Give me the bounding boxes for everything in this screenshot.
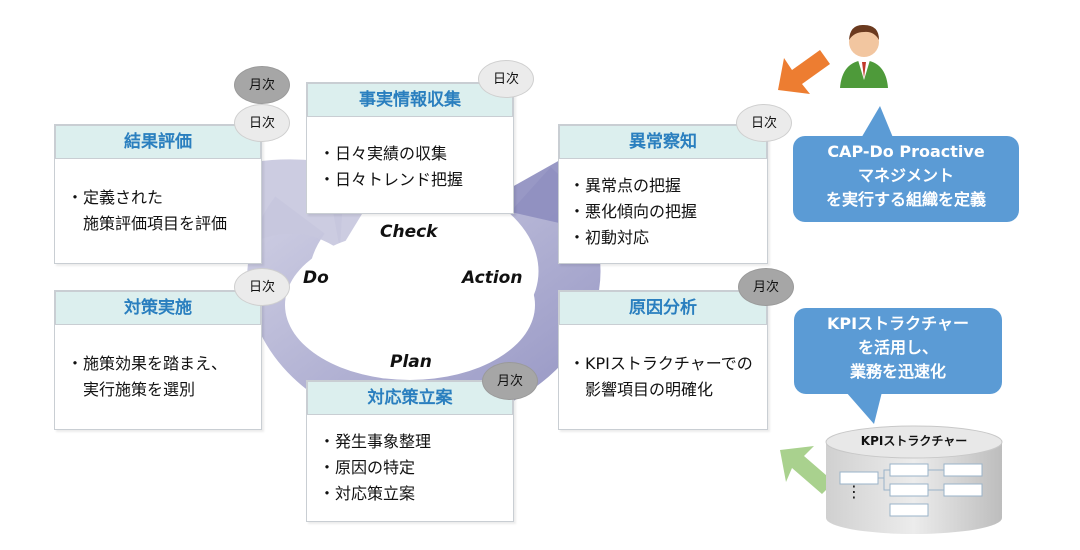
card-body: ・発生事象整理 ・原因の特定 ・対応策立案 (319, 432, 432, 503)
card-title: 異常察知 (559, 125, 767, 159)
card-title: 対策実施 (55, 291, 261, 325)
card-fact-collection: 事実情報収集 ・日々実績の収集 ・日々トレンド把握 (306, 82, 514, 214)
card-body: ・KPIストラクチャーでの 影響項目の明確化 (569, 354, 753, 399)
person-icon (840, 24, 888, 88)
cycle-label-action: Action (462, 268, 523, 288)
cycle-label-do: Do (303, 268, 329, 288)
database-ellipsis: ⋮ (846, 482, 862, 501)
green-arrow-icon (780, 446, 834, 494)
card-title: 対応策立案 (307, 381, 513, 415)
badge-daily: 日次 (478, 60, 534, 98)
card-body: ・施策効果を踏まえ、 実行施策を選別 (67, 354, 228, 399)
card-body: ・日々実績の収集 ・日々トレンド把握 (319, 144, 464, 189)
card-body: ・異常点の把握 ・悪化傾向の把握 ・初動対応 (569, 176, 698, 247)
orange-arrow-icon (778, 50, 830, 94)
callout-tail (846, 392, 882, 424)
database-label: KPIストラクチャー (860, 434, 968, 448)
card-title: 事実情報収集 (307, 83, 513, 117)
card-title: 結果評価 (55, 125, 261, 159)
badge-monthly: 月次 (234, 66, 290, 104)
card-result-evaluation: 結果評価 ・定義された 施策評価項目を評価 (54, 124, 262, 264)
card-anomaly-detection: 異常察知 ・異常点の把握 ・悪化傾向の把握 ・初動対応 (558, 124, 768, 264)
badge-monthly: 月次 (738, 268, 794, 306)
card-body: ・定義された 施策評価項目を評価 (67, 188, 228, 233)
callout-cap-do: CAP-Do Proactive マネジメント を実行する組織を定義 (793, 136, 1019, 222)
card-countermeasure-planning: 対応策立案 ・発生事象整理 ・原因の特定 ・対応策立案 (306, 380, 514, 522)
badge-daily: 日次 (736, 104, 792, 142)
card-title: 原因分析 (559, 291, 767, 325)
callout-tail (860, 106, 894, 140)
database-icon (825, 425, 1003, 534)
badge-daily: 日次 (234, 104, 290, 142)
card-cause-analysis: 原因分析 ・KPIストラクチャーでの 影響項目の明確化 (558, 290, 768, 430)
callout-kpi: KPIストラクチャー を活用し、 業務を迅速化 (794, 308, 1002, 394)
cycle-label-plan: Plan (390, 352, 432, 372)
badge-daily: 日次 (234, 268, 290, 306)
cycle-label-check: Check (380, 222, 438, 242)
card-measure-implementation: 対策実施 ・施策効果を踏まえ、 実行施策を選別 (54, 290, 262, 430)
badge-monthly: 月次 (482, 362, 538, 400)
